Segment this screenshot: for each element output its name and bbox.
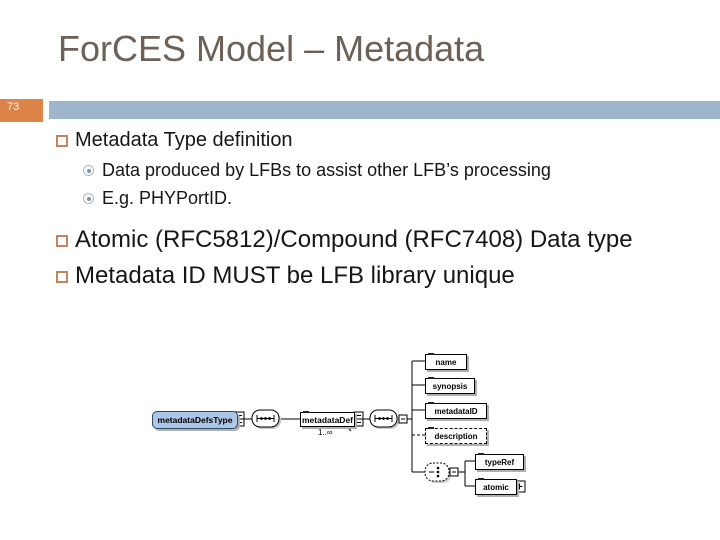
schema-node-label: typeRef (484, 457, 515, 467)
bullet-text: Metadata ID MUST be LFB library unique (75, 262, 515, 289)
xml-schema-diagram: metadataDefsType metadataDef 1..∞ name s… (140, 335, 540, 510)
schema-node-atomic: atomic (475, 478, 517, 495)
cardinality-label: 1..∞ (318, 428, 333, 437)
page-number-box: 73 (0, 99, 43, 122)
element-icon (428, 402, 434, 404)
sequence-icon (369, 409, 399, 429)
square-bullet-icon (56, 271, 68, 283)
schema-node-label: synopsis (432, 381, 468, 391)
circle-bullet-icon (83, 193, 94, 204)
bullet-text: Metadata Type definition (75, 129, 293, 151)
collapse-handle-icon (449, 467, 459, 477)
collapse-handle-icon (353, 411, 364, 427)
schema-node-label: metadataID (434, 406, 478, 416)
circle-bullet-dot (86, 196, 91, 201)
circle-bullet-dot (86, 168, 91, 173)
square-bullet-icon (56, 235, 68, 247)
expand-plus-icon (513, 480, 526, 493)
header-bar (49, 101, 720, 119)
schema-node-label: description (434, 431, 478, 441)
schema-node-typeref: typeRef (475, 453, 524, 470)
page-number: 73 (7, 101, 20, 113)
schema-node-label: atomic (483, 482, 509, 492)
schema-node-label: metadataDef (301, 414, 354, 425)
element-icon (303, 411, 309, 413)
schema-node-name: name (425, 353, 467, 370)
schema-node-metadataid: metadataID (425, 402, 487, 419)
element-icon (478, 453, 484, 455)
slide-title: ForCES Model – Metadata (58, 28, 485, 69)
bullet-text: Atomic (RFC5812)/Compound (RFC7408) Data… (75, 226, 633, 253)
sequence-icon (251, 409, 281, 429)
diagram-connectors (234, 360, 526, 493)
circle-bullet-icon (83, 165, 94, 176)
element-icon (428, 427, 434, 429)
element-icon (428, 353, 434, 355)
element-icon (428, 377, 434, 379)
collapse-handle-icon (398, 414, 408, 424)
schema-node-metadatadefstype: metadataDefsType (152, 411, 238, 429)
choice-icon (424, 462, 451, 483)
schema-node-description: description (425, 427, 487, 444)
schema-node-label: name (435, 357, 457, 367)
schema-node-metadatadef: metadataDef (300, 411, 355, 427)
schema-node-synopsis: synopsis (425, 377, 475, 394)
square-bullet-icon (56, 135, 68, 147)
bullet-text: Data produced by LFBs to assist other LF… (102, 160, 551, 180)
element-icon (478, 478, 484, 480)
bullet-text: E.g. PHYPortID. (102, 188, 233, 208)
